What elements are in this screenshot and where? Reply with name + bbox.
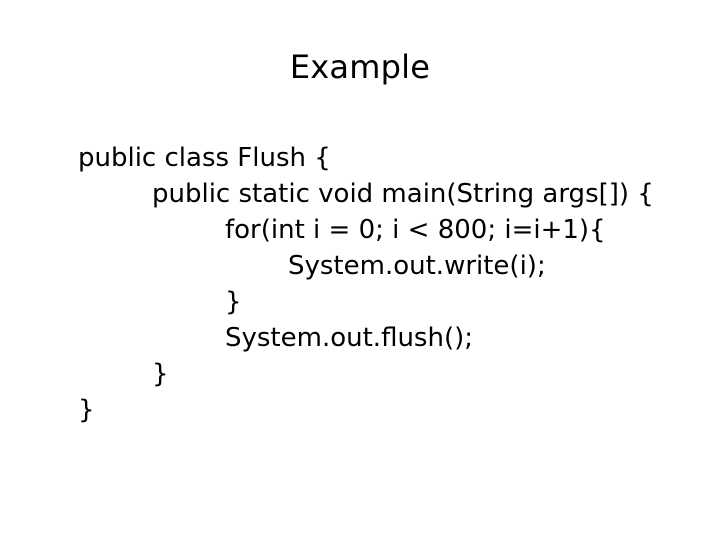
code-line: public static void main(String args[]) { (152, 179, 654, 209)
code-line: System.out.write(i); (288, 251, 546, 281)
code-line: } (225, 287, 242, 317)
code-line: System.out.flush(); (225, 323, 473, 353)
code-block: public class Flush { public static void … (0, 140, 720, 428)
code-line: } (152, 359, 169, 389)
code-line: for(int i = 0; i < 800; i=i+1){ (225, 215, 606, 245)
code-line: public class Flush { (78, 143, 331, 173)
page-title: Example (289, 48, 431, 86)
code-line: } (78, 395, 95, 425)
